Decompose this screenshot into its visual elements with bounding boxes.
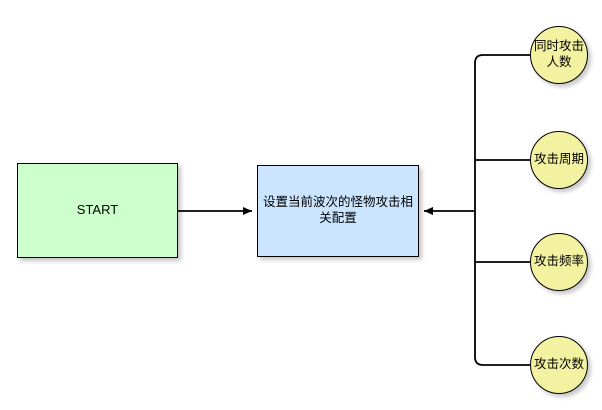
node-leaf-1-label: 同时攻击 人数 xyxy=(534,39,585,69)
node-leaf-attack-count[interactable]: 攻击次数 xyxy=(530,336,588,394)
node-leaf-simultaneous-attackers[interactable]: 同时攻击 人数 xyxy=(530,26,588,84)
node-leaf-2-label: 攻击周期 xyxy=(534,152,585,167)
node-leaf-attack-cycle[interactable]: 攻击周期 xyxy=(530,131,588,189)
node-leaf-4-label: 攻击次数 xyxy=(534,357,585,372)
edge-leaf-1-to-trunk xyxy=(474,54,530,203)
node-leaf-attack-frequency[interactable]: 攻击频率 xyxy=(530,233,588,291)
node-start-label: START xyxy=(76,202,119,218)
node-start[interactable]: START xyxy=(17,163,178,258)
edge-leaf-4-to-trunk xyxy=(474,219,530,366)
node-process-label: 设置当前波次的怪物攻击相关配置 xyxy=(262,195,413,225)
node-process-attack-config[interactable]: 设置当前波次的怪物攻击相关配置 xyxy=(257,165,419,257)
node-leaf-3-label: 攻击频率 xyxy=(534,254,585,269)
